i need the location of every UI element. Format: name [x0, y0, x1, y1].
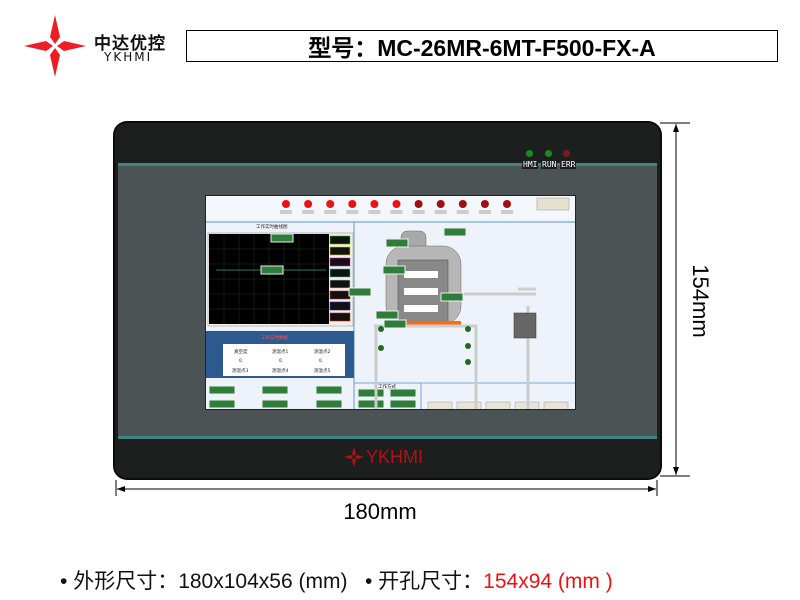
screen-button	[260, 265, 284, 275]
indicator-label	[280, 210, 292, 214]
run-led	[545, 150, 552, 157]
table-cell: 0	[279, 358, 282, 364]
screen-button	[375, 310, 399, 320]
outer-size-value: 180x104x56 (mm)	[178, 570, 348, 593]
screen-button	[383, 319, 407, 329]
cutout-size-value: 154x94 (mm )	[483, 570, 613, 593]
indicator-light	[348, 200, 357, 208]
heater-band	[386, 321, 461, 325]
indicator-light	[503, 200, 511, 208]
status-dot	[465, 326, 471, 332]
err-led	[563, 150, 570, 157]
status-dot	[378, 345, 384, 351]
mode-title: 工作方式	[378, 383, 396, 390]
screen-button	[382, 265, 406, 275]
screen-top-button	[536, 197, 570, 211]
bullet: •	[60, 570, 68, 593]
width-dimension: 180mm	[343, 499, 417, 524]
screen-button	[543, 401, 569, 409]
hmi-screen[interactable]: 工作实时曲线图 工作实时数据 真空度 测温点1 测温点2 0 0 0 测温点3 …	[205, 195, 576, 410]
indicator-label	[434, 210, 447, 214]
data-table	[223, 344, 345, 376]
legend-item	[329, 279, 351, 289]
table-header: 测温点3	[232, 367, 248, 374]
screen-button	[385, 238, 409, 248]
indicator-light	[414, 200, 423, 208]
indicator-label	[412, 210, 425, 214]
screen-button	[261, 385, 289, 395]
table-header: 测温点1	[272, 348, 288, 355]
screen-content: 工作实时曲线图 工作实时数据 真空度 测温点1 测温点2 0 0 0 测温点3 …	[206, 196, 575, 409]
indicator-label	[390, 210, 403, 214]
table-cell: 0	[239, 358, 242, 364]
legend-item	[329, 268, 351, 278]
bezel-logo-icon	[344, 447, 364, 467]
outer-size-label: 外形尺寸：	[73, 570, 179, 593]
screen-button	[485, 401, 511, 409]
indicator-label	[478, 210, 491, 214]
indicator-light	[458, 200, 467, 208]
indicator-label	[501, 210, 513, 214]
hmi-led-label: HMI	[522, 160, 539, 169]
indicator-light	[304, 200, 313, 208]
indicator-light	[282, 200, 290, 208]
screen-button	[440, 292, 464, 302]
pump	[513, 312, 537, 339]
brand-logo-icon	[24, 15, 86, 77]
legend-item	[329, 246, 351, 256]
table-header: 测温点4	[272, 367, 288, 374]
screen-button	[357, 388, 385, 398]
run-led-label: RUN	[541, 160, 558, 169]
screen-button	[357, 399, 385, 409]
screen-button	[348, 287, 372, 297]
screen-button	[456, 401, 482, 409]
screen-button	[389, 399, 417, 409]
indicator-light	[480, 200, 489, 208]
indicator-label	[324, 210, 337, 214]
bullet: •	[364, 570, 373, 593]
status-dot	[378, 326, 384, 332]
indicator-light	[326, 200, 335, 208]
indicator-label	[456, 210, 469, 214]
table-header: 测温点5	[314, 367, 330, 374]
err-led-label: ERR	[560, 160, 577, 169]
indicator-light	[436, 200, 445, 208]
indicator-label	[302, 210, 315, 214]
screen-button	[315, 385, 343, 395]
legend-item	[329, 301, 351, 311]
cutout-size-label: 开孔尺寸：	[378, 570, 484, 593]
curve-title: 工作实时曲线图	[256, 223, 288, 230]
table-cell: 0	[319, 358, 322, 364]
model-title-box: 型号：MC-26MR-6MT-F500-FX-A	[186, 30, 778, 62]
legend-item	[329, 312, 351, 322]
height-dimension: 154mm	[688, 264, 713, 338]
indicator-light	[392, 200, 401, 208]
indicator-light	[370, 200, 379, 208]
status-dot	[465, 343, 471, 349]
bezel-logo-text: YKHMI	[366, 447, 424, 467]
indicator-label	[368, 210, 381, 214]
screen-button	[270, 233, 294, 243]
screen-button	[261, 399, 289, 409]
screen-button	[443, 227, 467, 237]
screen-button	[389, 388, 417, 398]
screen-button	[315, 399, 343, 409]
data-title: 工作实时数据	[261, 334, 288, 341]
table-header: 测温点2	[314, 348, 330, 355]
brand-name-cn: 中达优控	[94, 34, 166, 54]
table-header: 真空度	[234, 348, 248, 355]
hmi-led	[526, 150, 533, 157]
spec-line: • 外形尺寸：180x104x56 (mm) • 开孔尺寸：154x94 (mm…	[60, 565, 613, 595]
status-dot	[465, 359, 471, 365]
screen-button	[427, 401, 453, 409]
legend-item	[329, 257, 351, 267]
indicator-label	[346, 210, 359, 214]
screen-button	[208, 399, 236, 409]
legend-item	[329, 235, 351, 245]
brand-name-en: YKHMI	[104, 50, 153, 64]
screen-button	[208, 385, 236, 395]
model-title: 型号：MC-26MR-6MT-F500-FX-A	[308, 35, 656, 61]
